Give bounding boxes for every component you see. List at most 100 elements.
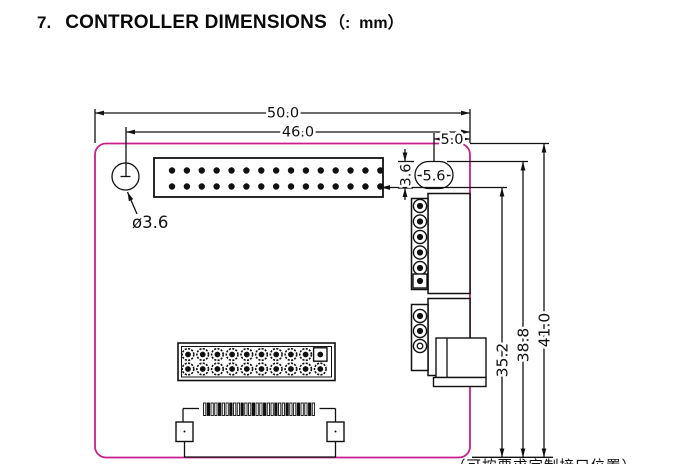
pin bbox=[248, 402, 252, 416]
section-title: 7. CONTROLLER DIMENSIONS （: mm） bbox=[37, 9, 404, 34]
pin bbox=[240, 402, 244, 416]
top-pin-header bbox=[153, 157, 384, 198]
pin bbox=[266, 402, 270, 416]
pin bbox=[287, 183, 295, 190]
pin bbox=[168, 183, 176, 190]
section-unit-note: （: mm） bbox=[328, 15, 404, 32]
pin bbox=[272, 183, 280, 190]
pin bbox=[287, 167, 295, 174]
pin bbox=[214, 351, 221, 358]
pin bbox=[416, 312, 424, 320]
pin bbox=[229, 351, 236, 358]
pin bbox=[258, 351, 265, 358]
dim-height-41-0: 41.0 bbox=[536, 313, 554, 348]
pin bbox=[218, 402, 222, 416]
pin bbox=[317, 183, 324, 190]
pin bbox=[347, 167, 354, 174]
dim-slot-to-edge: 5.0 bbox=[440, 132, 463, 148]
pin bbox=[416, 202, 424, 210]
pin bbox=[317, 366, 324, 372]
pin bbox=[255, 402, 259, 416]
pin bbox=[210, 402, 214, 416]
pin bbox=[228, 183, 235, 190]
pin bbox=[300, 402, 304, 416]
pin bbox=[377, 167, 384, 174]
pin bbox=[198, 183, 205, 190]
section-number: 7. bbox=[37, 13, 52, 32]
dimension-lines bbox=[95, 110, 547, 458]
pin bbox=[199, 351, 206, 358]
pin bbox=[229, 366, 236, 372]
pin bbox=[317, 167, 324, 174]
pin bbox=[302, 351, 309, 358]
mounting-hole bbox=[111, 162, 140, 191]
pin bbox=[296, 402, 300, 416]
pin bbox=[416, 218, 424, 225]
pin bbox=[203, 402, 207, 416]
dim-hole-diameter: ø3.6 bbox=[132, 213, 168, 232]
pin bbox=[416, 264, 424, 272]
pin bbox=[311, 402, 315, 416]
dim-height-35-2: 35.2 bbox=[494, 343, 512, 378]
pin bbox=[416, 233, 424, 241]
edge-connector bbox=[175, 402, 345, 458]
dim-board-width: 50.0 bbox=[267, 106, 299, 122]
pin bbox=[214, 402, 218, 416]
pin bbox=[273, 366, 280, 372]
pin bbox=[289, 402, 293, 416]
pin bbox=[225, 402, 229, 416]
pin bbox=[278, 402, 282, 416]
pin bbox=[236, 402, 240, 416]
pin bbox=[185, 366, 191, 372]
pin bbox=[302, 167, 310, 174]
pin bbox=[332, 183, 339, 190]
pin bbox=[183, 167, 191, 174]
pin bbox=[288, 351, 294, 358]
pin bbox=[243, 167, 250, 174]
pin bbox=[199, 366, 206, 372]
pin bbox=[302, 366, 309, 372]
pin bbox=[229, 402, 233, 416]
pin bbox=[206, 402, 210, 416]
pin bbox=[416, 277, 424, 285]
slot-hole bbox=[414, 160, 454, 190]
pin bbox=[214, 366, 221, 372]
pin bbox=[263, 402, 267, 416]
pin bbox=[362, 183, 369, 190]
pin bbox=[377, 183, 384, 190]
pin bbox=[228, 167, 235, 174]
pin bbox=[317, 351, 324, 358]
dim-hole-to-edge: 46.0 bbox=[282, 125, 314, 141]
pin bbox=[168, 167, 176, 174]
pin bbox=[251, 402, 255, 416]
pin bbox=[288, 366, 294, 372]
pin bbox=[243, 351, 250, 358]
pin bbox=[274, 402, 278, 416]
section-title-text: CONTROLLER DIMENSIONS bbox=[65, 12, 327, 33]
pin bbox=[258, 366, 265, 372]
dim-height-38-8: 38.8 bbox=[515, 328, 533, 363]
pin bbox=[221, 402, 225, 416]
dim-slot-length: 5.6 bbox=[422, 169, 445, 185]
pin bbox=[243, 366, 250, 372]
pin bbox=[185, 351, 191, 358]
pin bbox=[258, 167, 265, 174]
pin bbox=[183, 183, 191, 190]
pin bbox=[281, 402, 285, 416]
pin bbox=[416, 342, 424, 350]
pin bbox=[213, 167, 220, 174]
pin bbox=[259, 402, 263, 416]
pin bbox=[258, 183, 265, 190]
pin bbox=[285, 402, 289, 416]
pin bbox=[332, 167, 339, 174]
clipped-footnote: （可按要求定制接口位置） bbox=[451, 455, 651, 464]
pin bbox=[416, 249, 424, 256]
pin bbox=[270, 402, 274, 416]
dc-jack bbox=[432, 337, 487, 388]
pin bbox=[243, 183, 250, 190]
bottom-pin-header bbox=[177, 342, 336, 382]
pin bbox=[213, 183, 220, 190]
pin bbox=[308, 402, 312, 416]
